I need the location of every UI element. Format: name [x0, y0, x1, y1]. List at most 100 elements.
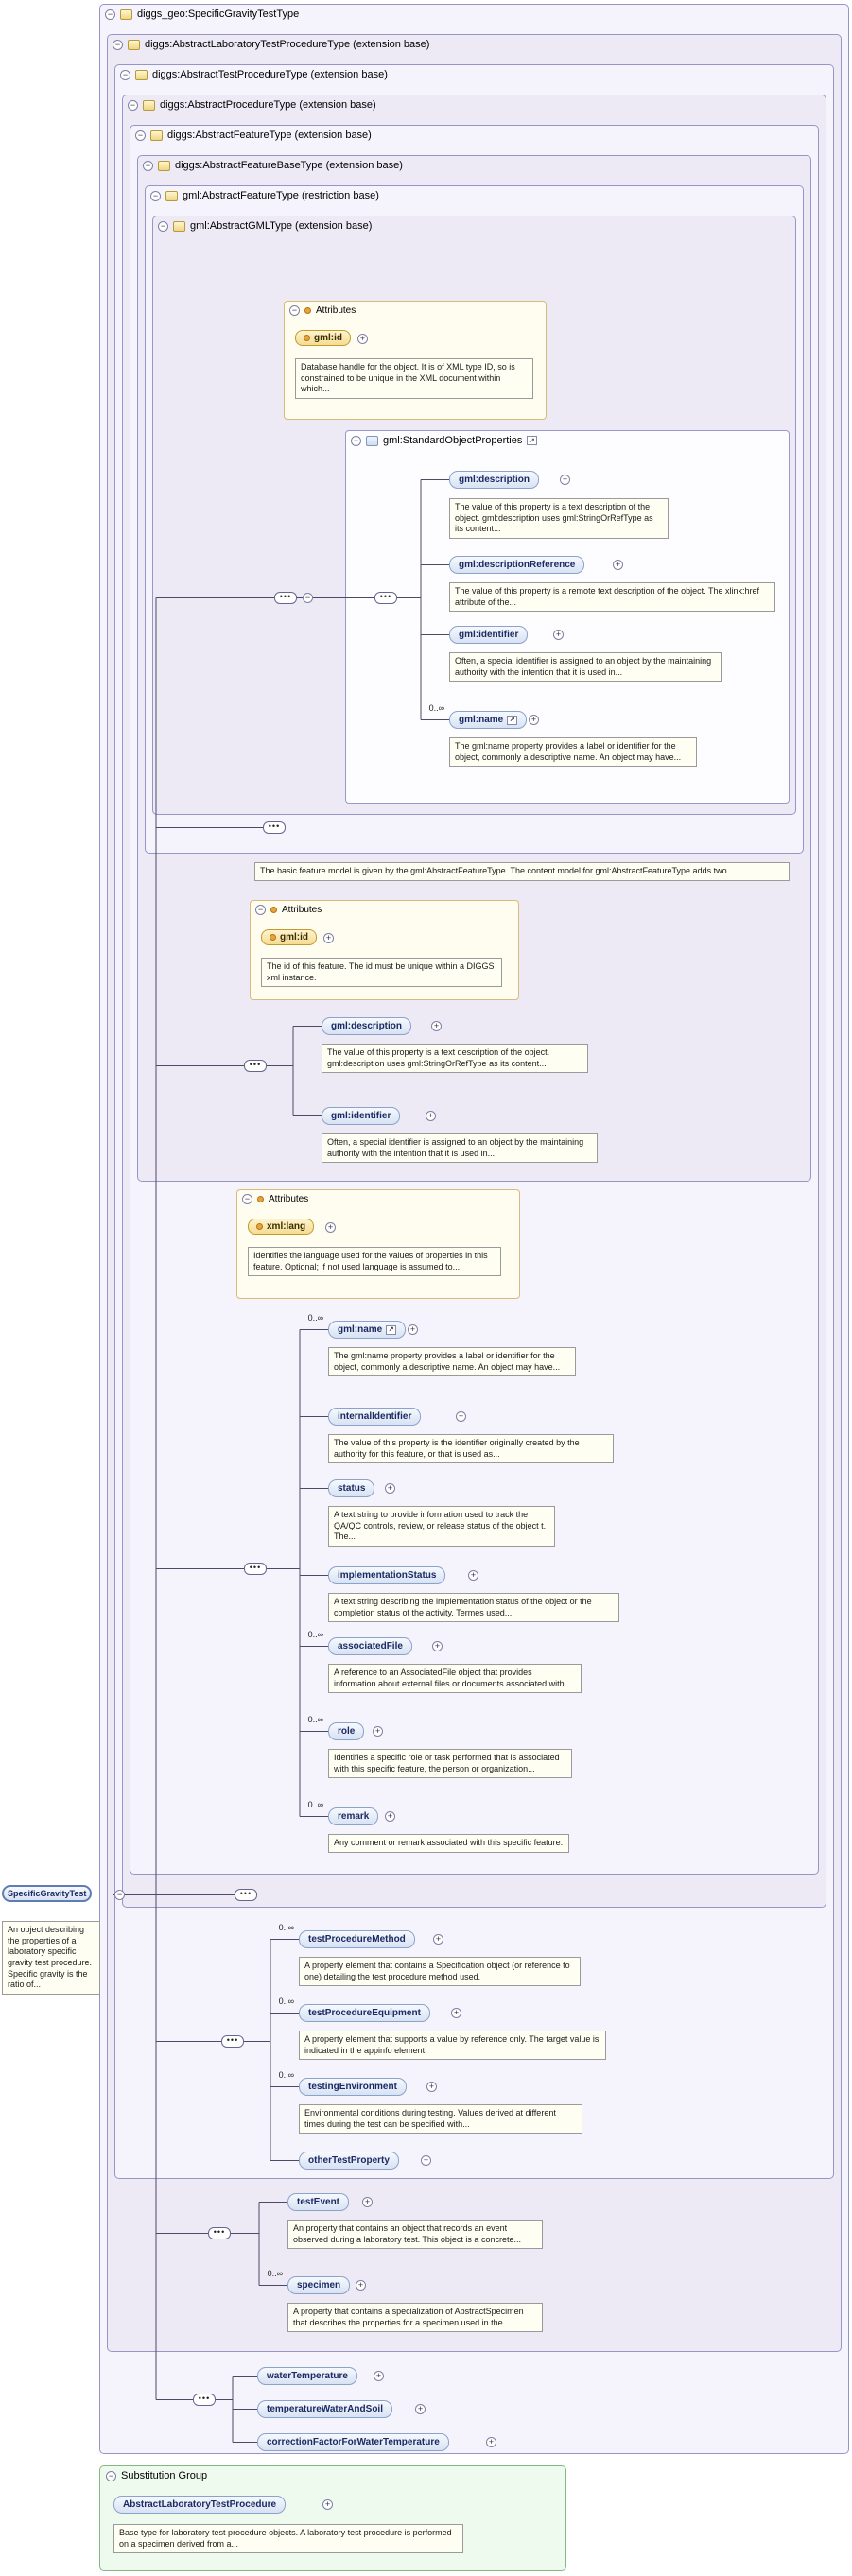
element-gml-name[interactable]: gml:name ↗: [449, 711, 528, 729]
element-associated-file[interactable]: associatedFile: [328, 1637, 412, 1655]
attribute-dot-icon: [270, 907, 277, 913]
sequence-icon[interactable]: •••: [221, 2035, 244, 2048]
sequence-icon[interactable]: •••: [244, 1563, 267, 1575]
element-status[interactable]: status: [328, 1479, 375, 1497]
expand-icon[interactable]: +: [325, 1222, 336, 1233]
expand-icon[interactable]: +: [486, 2437, 496, 2447]
element-other-test-property[interactable]: otherTestProperty: [299, 2152, 399, 2170]
expand-icon[interactable]: +: [426, 1111, 436, 1121]
attributes-label: Attributes: [282, 905, 322, 915]
element-gml-description-reference[interactable]: gml:descriptionReference: [449, 556, 585, 574]
collapse-icon[interactable]: −: [289, 305, 300, 316]
attribute-xml-lang[interactable]: xml:lang: [248, 1219, 315, 1235]
element-test-procedure-equipment[interactable]: testProcedureEquipment: [299, 2004, 430, 2022]
sequence-icon[interactable]: •••: [235, 1889, 257, 1901]
element-gml-description[interactable]: gml:description: [322, 1017, 412, 1035]
element-gml-name[interactable]: gml:name ↗: [328, 1321, 407, 1339]
expand-icon[interactable]: +: [613, 560, 623, 570]
expand-icon[interactable]: +: [362, 2197, 373, 2207]
attribute-gml-id[interactable]: gml:id: [261, 929, 317, 945]
element-testing-environment[interactable]: testingEnvironment: [299, 2078, 407, 2096]
attribute-dot-icon: [270, 934, 276, 941]
collapse-icon[interactable]: −: [143, 160, 153, 171]
collapse-icon[interactable]: −: [106, 2470, 116, 2481]
expand-icon[interactable]: +: [451, 2008, 461, 2018]
element-gml-identifier[interactable]: gml:identifier: [449, 626, 529, 644]
expand-icon[interactable]: +: [426, 2082, 437, 2092]
collapse-icon[interactable]: −: [150, 190, 161, 201]
collapse-icon[interactable]: −: [242, 1194, 252, 1204]
element-specific-gravity-test[interactable]: SpecificGravityTest: [2, 1885, 93, 1902]
type-title: diggs:AbstractLaboratoryTestProcedureTyp…: [145, 39, 430, 50]
reference-icon: ↗: [507, 715, 518, 725]
substitution-group-header: − Substitution Group: [106, 2470, 207, 2481]
element-water-temperature[interactable]: waterTemperature: [257, 2367, 357, 2385]
element-gml-description[interactable]: gml:description: [449, 471, 540, 489]
type-title: gml:AbstractFeatureType (restriction bas…: [183, 190, 379, 201]
doc-associated-file: A reference to an AssociatedFile object …: [328, 1664, 582, 1694]
collapse-icon[interactable]: −: [105, 9, 115, 20]
expand-icon[interactable]: +: [374, 2371, 384, 2381]
doc-status: A text string to provide information use…: [328, 1506, 555, 1547]
expand-icon[interactable]: +: [433, 1934, 443, 1945]
collapse-icon[interactable]: −: [303, 593, 313, 603]
element-temperature-water-and-soil[interactable]: temperatureWaterAndSoil: [257, 2400, 392, 2418]
sequence-icon[interactable]: •••: [274, 592, 297, 604]
expand-icon[interactable]: +: [357, 334, 368, 344]
sequence-icon[interactable]: •••: [244, 1060, 267, 1072]
complextype-icon: [150, 130, 163, 141]
expand-icon[interactable]: +: [553, 630, 564, 640]
collapse-icon[interactable]: −: [255, 905, 266, 915]
element-gml-identifier[interactable]: gml:identifier: [322, 1107, 401, 1125]
collapse-icon[interactable]: −: [114, 1890, 125, 1900]
type-header-abstract-laboratory-test-procedure-type: − diggs:AbstractLaboratoryTestProcedureT…: [113, 39, 429, 50]
substitution-group-title: Substitution Group: [121, 2470, 208, 2481]
collapse-icon[interactable]: −: [113, 39, 123, 50]
sequence-icon[interactable]: •••: [374, 592, 397, 604]
expand-icon[interactable]: +: [415, 2404, 426, 2414]
expand-icon[interactable]: +: [385, 1483, 395, 1494]
expand-icon[interactable]: +: [468, 1570, 478, 1581]
doc-test-procedure-method: A property element that contains a Speci…: [299, 1957, 581, 1987]
sequence-icon[interactable]: •••: [263, 821, 286, 834]
collapse-icon[interactable]: −: [351, 435, 361, 446]
expand-icon[interactable]: +: [385, 1811, 395, 1822]
collapse-icon[interactable]: −: [120, 69, 130, 80]
expand-icon[interactable]: +: [356, 2280, 366, 2291]
expand-icon[interactable]: +: [421, 2155, 431, 2166]
element-implementation-status[interactable]: implementationStatus: [328, 1566, 446, 1584]
collapse-icon[interactable]: −: [158, 220, 168, 232]
expand-icon[interactable]: +: [431, 1021, 442, 1031]
expand-icon[interactable]: +: [408, 1324, 418, 1335]
expand-icon[interactable]: +: [560, 475, 570, 485]
expand-icon[interactable]: +: [373, 1726, 383, 1737]
sequence-icon[interactable]: •••: [193, 2394, 216, 2406]
complextype-icon: [135, 69, 148, 80]
expand-icon[interactable]: +: [322, 2499, 333, 2510]
collapse-icon[interactable]: −: [128, 99, 138, 111]
element-label: gml:name: [459, 715, 504, 725]
attribute-gml-id[interactable]: gml:id: [295, 330, 351, 346]
element-label: associatedFile: [338, 1641, 403, 1651]
element-correction-factor-for-water-temperature[interactable]: correctionFactorForWaterTemperature: [257, 2433, 449, 2451]
element-specimen[interactable]: specimen: [287, 2276, 351, 2294]
element-test-procedure-method[interactable]: testProcedureMethod: [299, 1930, 415, 1948]
element-internal-identifier[interactable]: internalIdentifier: [328, 1408, 422, 1426]
element-role[interactable]: role: [328, 1722, 365, 1740]
element-label: testingEnvironment: [308, 2082, 397, 2092]
sequence-icon[interactable]: •••: [208, 2227, 231, 2239]
attributes-header: − Attributes: [242, 1194, 308, 1204]
attributes-header: − Attributes: [289, 305, 356, 316]
expand-icon[interactable]: +: [529, 715, 539, 725]
type-title: diggs:AbstractFeatureType (extension bas…: [167, 130, 372, 141]
expand-icon[interactable]: +: [432, 1641, 443, 1651]
doc-attribute-gml-id-feature: The id of this feature. The id must be u…: [261, 958, 502, 988]
element-abstract-laboratory-test-procedure[interactable]: AbstractLaboratoryTestProcedure: [113, 2496, 287, 2514]
doc-basic-feature-model: The basic feature model is given by the …: [254, 862, 790, 881]
element-test-event[interactable]: testEvent: [287, 2193, 350, 2211]
type-header-abstract-test-procedure-type: − diggs:AbstractTestProcedureType (exten…: [120, 69, 388, 80]
expand-icon[interactable]: +: [456, 1411, 466, 1422]
expand-icon[interactable]: +: [323, 933, 334, 943]
collapse-icon[interactable]: −: [135, 130, 146, 141]
element-remark[interactable]: remark: [328, 1807, 379, 1825]
